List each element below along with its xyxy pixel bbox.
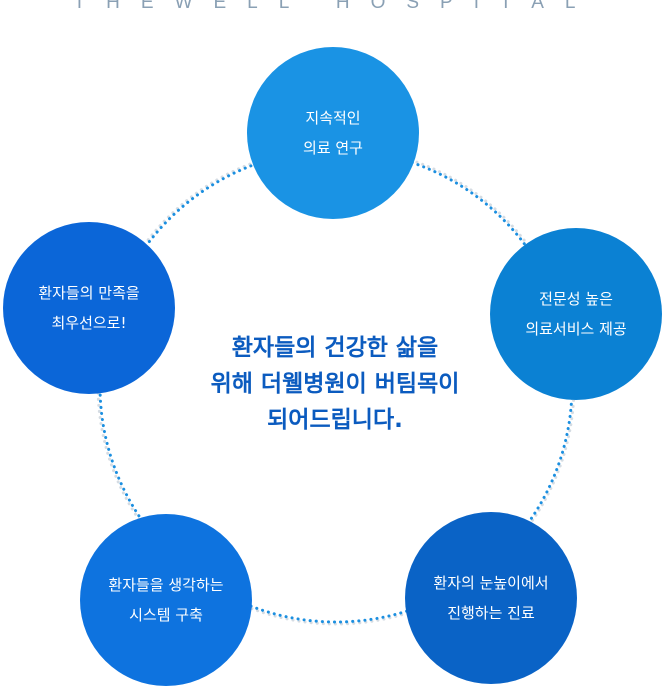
- center-message-line1: 환자들의 건강한 삶을: [231, 335, 439, 361]
- node-label-line1: 환자의 눈높이에서: [433, 574, 549, 592]
- node-patient-eye-care: 환자의 눈높이에서 진행하는 진료: [405, 512, 577, 684]
- center-message-line3: 되어드립니다.: [267, 407, 403, 433]
- node-label-line2: 진행하는 진료: [447, 604, 535, 622]
- node-professional-service: 전문성 높은 의료서비스 제공: [490, 228, 662, 400]
- node-label-line1: 환자들을 생각하는: [108, 576, 224, 594]
- node-patient-system: 환자들을 생각하는 시스템 구축: [80, 514, 252, 686]
- node-label-line2: 의료서비스 제공: [525, 320, 627, 338]
- node-patient-satisfaction: 환자들의 만족을 최우선으로!: [3, 222, 175, 394]
- node-label-line1: 전문성 높은: [539, 290, 613, 308]
- node-label-line2: 시스템 구축: [129, 606, 203, 624]
- node-label-line1: 환자들의 만족을: [38, 284, 140, 302]
- node-continuous-research: 지속적인 의료 연구: [247, 47, 419, 219]
- brand-title: THEWELL HOSPITAL: [73, 0, 597, 13]
- center-message: 환자들의 건강한 삶을 위해 더웰병원이 버팀목이 되어드립니다.: [160, 330, 510, 438]
- node-label-line2: 의료 연구: [303, 139, 363, 157]
- center-message-line2: 위해 더웰병원이 버팀목이: [210, 371, 460, 397]
- node-label-line2: 최우선으로!: [51, 314, 127, 332]
- node-label-line1: 지속적인: [305, 109, 361, 127]
